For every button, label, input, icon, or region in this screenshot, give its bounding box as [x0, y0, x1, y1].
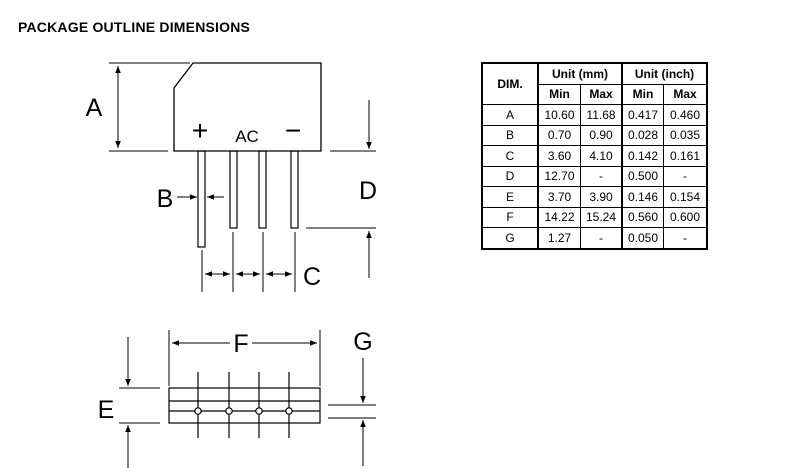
- label-e: E: [98, 396, 115, 424]
- dimension-d: [306, 100, 376, 278]
- table-header-row: DIM. Unit (mm) Unit (inch): [481, 62, 708, 105]
- mm-max-cell: -: [580, 165, 623, 187]
- package-leads: [197, 150, 299, 248]
- table-row: E 3.70 3.90 0.146 0.154: [481, 186, 708, 208]
- dimensions-table: DIM. Unit (mm) Unit (inch) Min Max Min M…: [481, 62, 708, 250]
- dim-cell: B: [481, 124, 539, 146]
- dim-cell: A: [481, 104, 539, 126]
- inch-min-cell: 0.142: [621, 145, 664, 167]
- page-title: PACKAGE OUTLINE DIMENSIONS: [18, 19, 251, 35]
- table-row: C 3.60 4.10 0.142 0.161: [481, 145, 708, 167]
- ac-marking: AC: [235, 127, 259, 146]
- dimension-a: [109, 62, 190, 152]
- side-view-body: [168, 387, 321, 424]
- unit-mm-header: Unit (mm): [537, 62, 623, 85]
- inch-max-cell: 0.154: [663, 186, 708, 208]
- mm-max-cell: 11.68: [580, 104, 623, 126]
- mm-min-header: Min: [537, 83, 581, 105]
- mm-max-cell: 0.90: [580, 124, 623, 146]
- mm-min-cell: 12.70: [537, 165, 581, 187]
- package-outline-drawing: + AC − A B C D: [86, 62, 377, 468]
- mm-min-cell: 3.70: [537, 186, 581, 208]
- table-row: G 1.27 - 0.050 -: [481, 227, 708, 249]
- table-row: A 10.60 11.68 0.417 0.460: [481, 104, 708, 126]
- inch-min-cell: 0.500: [621, 165, 664, 187]
- dim-cell: G: [481, 227, 539, 249]
- inch-max-cell: 0.600: [663, 206, 708, 228]
- inch-max-cell: 0.460: [663, 104, 708, 126]
- label-a: A: [86, 94, 103, 122]
- table-row: F 14.22 15.24 0.560 0.600: [481, 206, 708, 228]
- mm-max-cell: 4.10: [580, 145, 623, 167]
- inch-max-cell: 0.161: [663, 145, 708, 167]
- mm-min-cell: 1.27: [537, 227, 581, 249]
- table-row: B 0.70 0.90 0.028 0.035: [481, 124, 708, 146]
- plus-marking: +: [192, 115, 208, 146]
- package-body: [173, 62, 322, 152]
- dimension-e: [119, 337, 160, 468]
- dim-cell: E: [481, 186, 539, 208]
- inch-min-cell: 0.417: [621, 104, 664, 126]
- inch-max-cell: -: [663, 227, 708, 249]
- dimension-f: [168, 330, 321, 386]
- mm-min-cell: 10.60: [537, 104, 581, 126]
- mm-min-cell: 14.22: [537, 206, 581, 228]
- mm-max-cell: -: [580, 227, 623, 249]
- dim-cell: C: [481, 145, 539, 167]
- inch-max-cell: -: [663, 165, 708, 187]
- inch-min-cell: 0.560: [621, 206, 664, 228]
- label-f: F: [233, 330, 248, 358]
- label-g: G: [353, 328, 372, 356]
- minus-marking: −: [285, 115, 301, 146]
- dimension-c: [201, 232, 296, 292]
- dim-header: DIM.: [481, 62, 539, 105]
- label-c: C: [303, 263, 321, 291]
- table-row: D 12.70 - 0.500 -: [481, 165, 708, 187]
- mm-max-header: Max: [580, 83, 623, 105]
- inch-min-cell: 0.050: [621, 227, 664, 249]
- inch-min-cell: 0.028: [621, 124, 664, 146]
- side-view-leads: [194, 372, 293, 438]
- dimension-g: [328, 358, 376, 466]
- dim-cell: F: [481, 206, 539, 228]
- mm-max-cell: 15.24: [580, 206, 623, 228]
- mm-max-cell: 3.90: [580, 186, 623, 208]
- inch-max-cell: 0.035: [663, 124, 708, 146]
- inch-min-header: Min: [621, 83, 664, 105]
- inch-max-header: Max: [663, 83, 708, 105]
- label-d: D: [359, 177, 377, 205]
- label-b: B: [157, 185, 174, 213]
- unit-inch-header: Unit (inch): [621, 62, 708, 85]
- mm-min-cell: 0.70: [537, 124, 581, 146]
- dim-cell: D: [481, 165, 539, 187]
- mm-min-cell: 3.60: [537, 145, 581, 167]
- inch-min-cell: 0.146: [621, 186, 664, 208]
